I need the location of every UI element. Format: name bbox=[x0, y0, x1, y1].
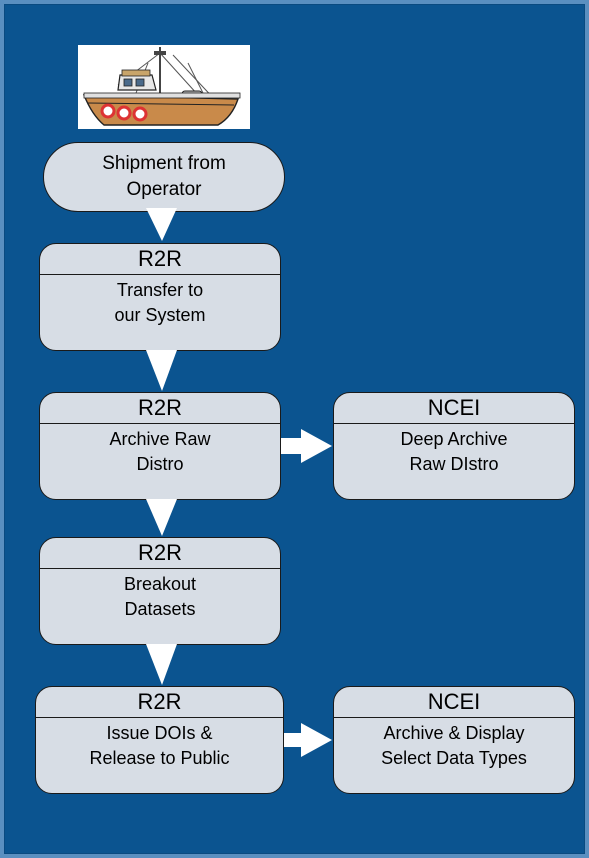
arrow-right-1 bbox=[281, 429, 332, 463]
step-transfer: R2R Transfer to our System bbox=[39, 243, 281, 351]
ncei-line1: Deep Archive bbox=[400, 429, 508, 449]
ncei-line1: Archive & Display bbox=[383, 723, 525, 743]
step-org-label: R2R bbox=[40, 393, 280, 424]
ncei-line2: Select Data Types bbox=[381, 748, 527, 768]
arrow-down-1 bbox=[146, 208, 177, 241]
step-line1: Issue DOIs & bbox=[106, 723, 213, 743]
arrow-down-2 bbox=[146, 350, 177, 391]
step-org-label: R2R bbox=[40, 538, 280, 569]
ncei-org-label: NCEI bbox=[334, 393, 574, 424]
start-node-shipment: Shipment from Operator bbox=[43, 142, 285, 212]
step-line2: our System bbox=[114, 305, 206, 325]
ncei-archive-display: NCEI Archive & Display Select Data Types bbox=[333, 686, 575, 794]
step-issue-dois: R2R Issue DOIs & Release to Public bbox=[35, 686, 284, 794]
step-org-label: R2R bbox=[40, 244, 280, 275]
arrow-down-3 bbox=[146, 499, 177, 536]
step-line2: Release to Public bbox=[89, 748, 230, 768]
ncei-deep-archive: NCEI Deep Archive Raw DIstro bbox=[333, 392, 575, 500]
step-archive-raw: R2R Archive Raw Distro bbox=[39, 392, 281, 500]
arrow-right-2 bbox=[284, 723, 332, 757]
step-line1: Archive Raw bbox=[109, 429, 211, 449]
step-breakout: R2R Breakout Datasets bbox=[39, 537, 281, 645]
arrow-down-4 bbox=[146, 644, 177, 685]
step-line1: Breakout bbox=[123, 574, 197, 594]
flow-arrows bbox=[146, 208, 332, 757]
ncei-org-label: NCEI bbox=[334, 687, 574, 718]
start-line1: Shipment from bbox=[102, 153, 226, 174]
step-line1: Transfer to bbox=[116, 280, 204, 300]
step-org-label: R2R bbox=[36, 687, 283, 718]
start-line2: Operator bbox=[126, 179, 202, 200]
fishing-boat-icon bbox=[78, 45, 250, 129]
step-line2: Datasets bbox=[124, 599, 196, 619]
ncei-line2: Raw DIstro bbox=[409, 454, 499, 474]
diagram-canvas: Shipment from Operator R2R Transfer to o… bbox=[4, 4, 585, 854]
step-line2: Distro bbox=[136, 454, 184, 474]
